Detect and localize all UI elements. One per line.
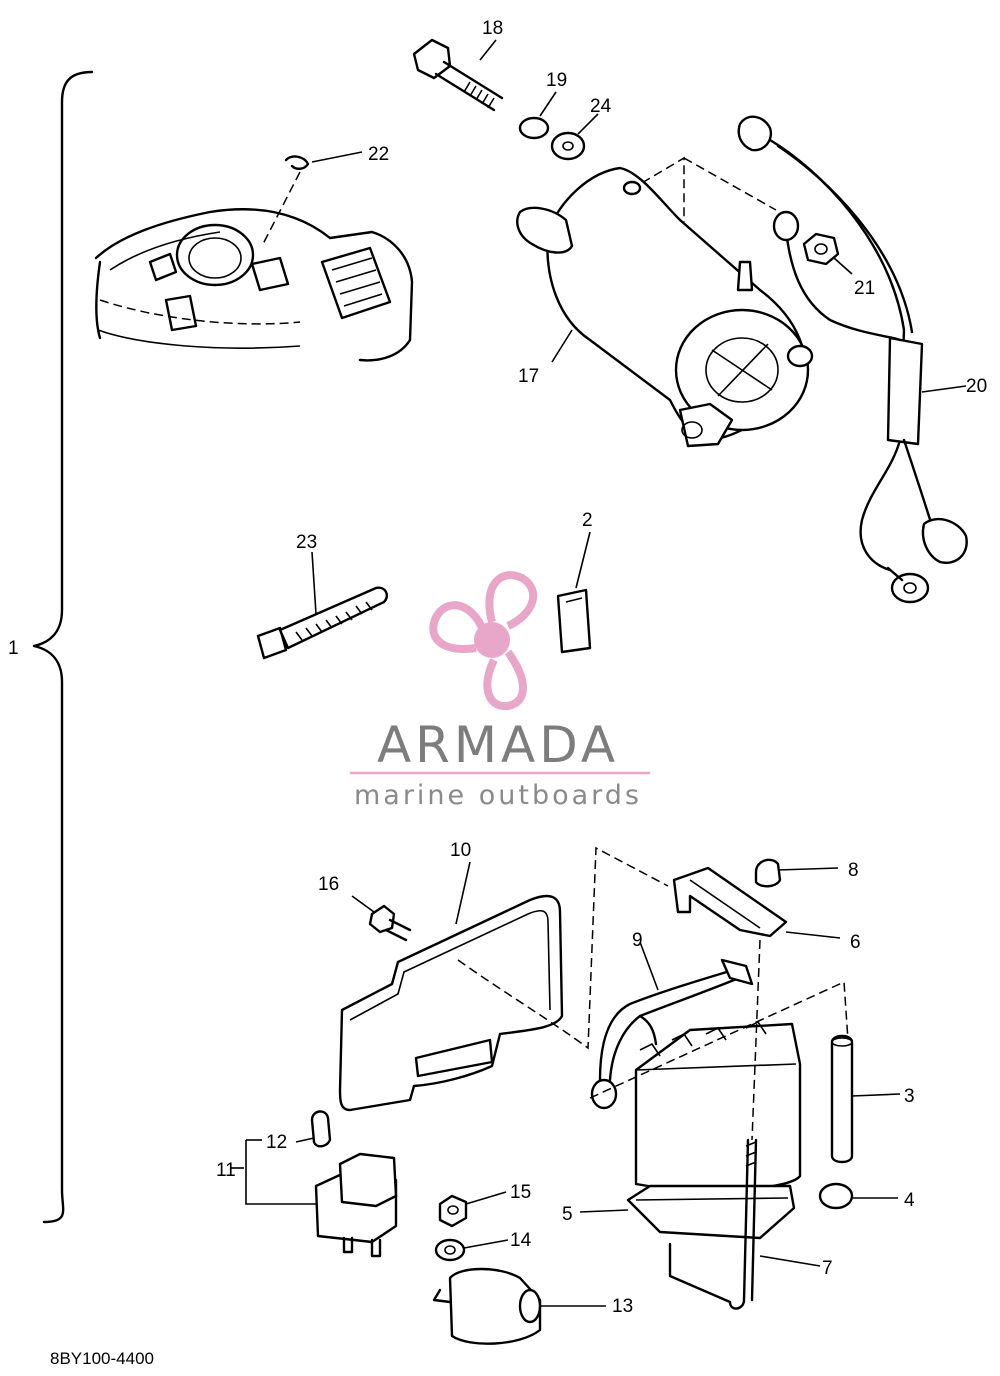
brand-logo: ARMADA marine outboards bbox=[350, 571, 650, 811]
relay-part-11 bbox=[230, 1110, 398, 1258]
tube-part-3 bbox=[830, 1034, 901, 1164]
cap-nut-part-8 bbox=[754, 858, 839, 888]
callout-2: 2 bbox=[582, 510, 593, 531]
cowling-illustration bbox=[94, 151, 414, 362]
battery-tray-part-5 bbox=[579, 1184, 796, 1240]
callout-20: 20 bbox=[966, 376, 987, 397]
pad-part-2 bbox=[556, 531, 592, 654]
callout-16: 16 bbox=[318, 874, 339, 895]
bracket-part-6 bbox=[672, 866, 841, 939]
callout-18: 18 bbox=[482, 18, 503, 39]
callout-19: 19 bbox=[546, 70, 567, 91]
lead-wire-part-9 bbox=[590, 941, 754, 1110]
rectifier-part-13 bbox=[432, 1267, 606, 1345]
nut-part-21 bbox=[802, 232, 853, 275]
grommet-part-4 bbox=[818, 1182, 898, 1210]
battery-illustration bbox=[589, 980, 849, 1192]
cable-part-20 bbox=[737, 115, 968, 604]
propeller-logo-icon bbox=[429, 571, 538, 711]
callout-24: 24 bbox=[590, 96, 612, 117]
starter-motor-part-17 bbox=[516, 156, 814, 448]
callout-1: 1 bbox=[8, 638, 19, 659]
callout-4: 4 bbox=[904, 1190, 915, 1211]
callout-9: 9 bbox=[632, 930, 643, 951]
diagram-code: 8BY100-4400 bbox=[50, 1349, 154, 1368]
washer-part-19 bbox=[518, 91, 557, 140]
rod-part-7 bbox=[668, 939, 821, 1310]
callout-10: 10 bbox=[450, 840, 471, 861]
callout-17: 17 bbox=[518, 366, 539, 387]
callout-15: 15 bbox=[510, 1182, 531, 1203]
callout-labels: 1 2 3 4 5 6 7 8 9 10 11 12 13 14 15 16 1… bbox=[8, 18, 987, 1317]
bolt-part-18 bbox=[412, 38, 504, 112]
callout-22: 22 bbox=[368, 144, 389, 165]
nut-part-15 bbox=[438, 1191, 507, 1228]
callout-23: 23 bbox=[296, 532, 317, 553]
washer-part-24 bbox=[550, 113, 599, 161]
bolt-part-16 bbox=[351, 895, 412, 942]
cable-tie-part-23 bbox=[256, 551, 388, 660]
group-brace bbox=[32, 70, 94, 1224]
callout-5: 5 bbox=[562, 1204, 573, 1225]
brand-name: ARMADA bbox=[377, 716, 619, 774]
callout-11: 11 bbox=[216, 1160, 236, 1181]
brand-tagline: marine outboards bbox=[354, 780, 642, 811]
callout-6: 6 bbox=[850, 932, 861, 953]
callout-14: 14 bbox=[510, 1230, 532, 1251]
cover-plate-part-10 bbox=[338, 846, 669, 1112]
callout-12: 12 bbox=[266, 1132, 287, 1153]
callout-3: 3 bbox=[904, 1086, 915, 1107]
washer-part-14 bbox=[434, 1238, 509, 1262]
callout-21: 21 bbox=[854, 278, 875, 299]
callout-13: 13 bbox=[612, 1296, 633, 1317]
callout-8: 8 bbox=[848, 860, 859, 881]
callout-7: 7 bbox=[822, 1258, 833, 1279]
